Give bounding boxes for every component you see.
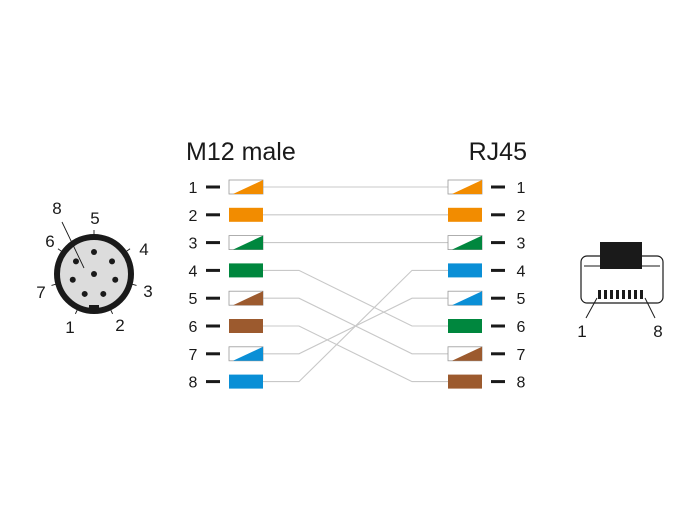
m12-key-notch [89, 305, 99, 312]
wire-8-to-4 [263, 269, 448, 383]
m12-face-pin-7 [69, 276, 76, 283]
rj45-pin-number-5: 5 [517, 291, 526, 308]
m12-face-label-3: 3 [143, 282, 152, 301]
rj45-contact-5 [622, 290, 625, 299]
m12-face-pin-3 [112, 276, 119, 283]
rj45-pin-4-swatch [448, 263, 482, 278]
m12-face-pin-1 [81, 290, 88, 297]
rj45-face-label-8: 8 [653, 322, 662, 341]
rj45-pin-dash-7 [491, 352, 505, 356]
rj45-pin-number-3: 3 [517, 236, 526, 253]
rj45-pin-number-4: 4 [517, 263, 526, 280]
m12-pin-number-1: 1 [189, 180, 198, 197]
m12-pin-4-swatch [229, 263, 263, 278]
wire-layer [263, 186, 448, 383]
m12-face-pin-4 [109, 258, 116, 265]
rj45-contact-6 [628, 290, 631, 299]
m12-pin-8-swatch [229, 374, 263, 389]
rj45-pin-dash-6 [491, 324, 505, 328]
rj45-pin-dash-1 [491, 185, 505, 189]
m12-face-pin-8 [91, 271, 97, 277]
rj45-pin-7-swatch [447, 346, 483, 362]
m12-pin-number-6: 6 [189, 319, 198, 336]
m12-pin-dash-1 [206, 185, 220, 189]
rj45-pin-dash-4 [491, 268, 505, 272]
swatch-layer: 1 2 3 4 5 6 7 8 1 2 3 4 5 6 7 8 [189, 179, 526, 392]
rj45-contact-7 [634, 290, 637, 299]
m12-face-label-8: 8 [52, 199, 61, 218]
rj45-pin-8-swatch [448, 374, 482, 389]
m12-pin-1-swatch [228, 179, 264, 195]
m12-pin-dash-7 [206, 352, 220, 356]
m12-pin-7-swatch [228, 346, 264, 362]
rj45-pin-6-swatch [448, 319, 482, 333]
rj45-pin-number-6: 6 [517, 319, 526, 336]
rj45-contact-4 [616, 290, 619, 299]
m12-pin-dash-4 [206, 268, 220, 272]
rj45-pin-number-8: 8 [517, 375, 526, 392]
rj45-header: RJ45 [469, 138, 527, 166]
rj45-pin-5-swatch [447, 290, 483, 306]
m12-pin-dash-5 [206, 296, 220, 300]
m12-pin-2-swatch [229, 207, 263, 222]
m12-pin-dash-8 [206, 380, 220, 384]
m12-face-label-1: 1 [65, 318, 74, 337]
rj45-pin-dash-3 [491, 241, 505, 245]
rj45-pin-dash-5 [491, 296, 505, 300]
m12-pin-dash-2 [206, 213, 220, 217]
rj45-pin-1-swatch [447, 179, 483, 195]
m12-pin-number-4: 4 [189, 263, 198, 280]
rj45-pin-3-swatch [447, 235, 483, 251]
rj45-pin-dash-2 [491, 213, 505, 217]
rj45-contact-3 [610, 290, 613, 299]
m12-face-label-5: 5 [90, 209, 99, 228]
wire-4-to-6 [263, 269, 448, 327]
m12-face-label-2: 2 [115, 316, 124, 335]
m12-pin-number-5: 5 [189, 291, 198, 308]
m12-pin-number-3: 3 [189, 236, 198, 253]
rj45-face-label-1: 1 [577, 322, 586, 341]
rj45-contact-1 [598, 290, 601, 299]
m12-pin-dash-3 [206, 241, 220, 245]
m12-pin-number-2: 2 [189, 208, 198, 225]
m12-pin-5-swatch [228, 290, 264, 306]
rj45-pin-number-1: 1 [517, 180, 526, 197]
m12-face-pin-5 [91, 249, 97, 255]
rj45-leader-1 [585, 297, 598, 319]
rj45-latch [600, 242, 642, 269]
m12-pin-6-swatch [229, 319, 263, 333]
rj45-pin-2-swatch [448, 207, 482, 222]
m12-pin-number-8: 8 [189, 375, 198, 392]
rj45-pin-dash-8 [491, 380, 505, 384]
rj45-contact-8 [640, 290, 643, 299]
m12-pin-number-7: 7 [189, 347, 198, 364]
rj45-pin-number-7: 7 [517, 347, 526, 364]
m12-face-pin-2 [100, 290, 107, 297]
rj45-leader-8 [644, 297, 656, 319]
m12-face-label-6: 6 [45, 232, 54, 251]
m12-face-label-7: 7 [36, 283, 45, 302]
rj45-pin-number-2: 2 [517, 208, 526, 225]
rj45-contact-2 [604, 290, 607, 299]
m12-pin-dash-6 [206, 324, 220, 328]
wire-6-to-8 [263, 325, 448, 383]
m12-header: M12 male [186, 138, 296, 166]
m12-face-label-4: 4 [139, 240, 148, 259]
m12-face-pin-6 [72, 258, 79, 265]
m12-pin-3-swatch [228, 235, 264, 251]
rj45-plug-drawing: 1 8 [577, 242, 664, 341]
